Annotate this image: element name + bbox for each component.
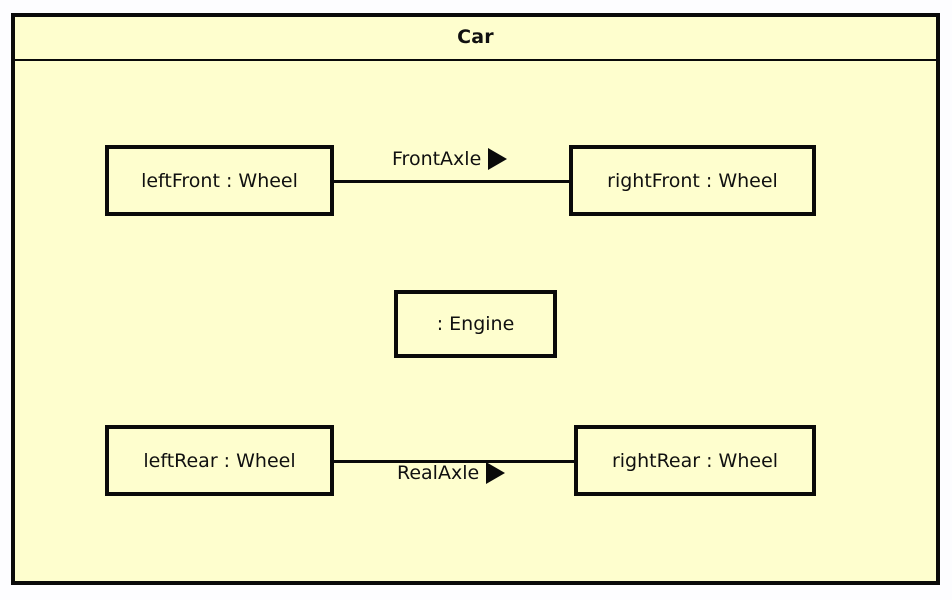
connector-line-front-axle [333, 180, 570, 183]
part-engine[interactable]: : Engine [394, 290, 557, 358]
part-left-front[interactable]: leftFront : Wheel [105, 145, 334, 216]
connector-line-rear-axle [333, 460, 575, 463]
connector-label-rear-axle: RealAxle [397, 462, 506, 484]
part-left-front-label: leftFront : Wheel [141, 169, 298, 192]
part-right-front-label: rightFront : Wheel [607, 169, 778, 192]
part-engine-label: : Engine [436, 313, 515, 335]
part-left-rear-label: leftRear : Wheel [143, 449, 296, 472]
part-right-rear-label: rightRear : Wheel [611, 449, 779, 472]
connector-front-axle-text: FrontAxle [392, 148, 482, 170]
part-left-rear[interactable]: leftRear : Wheel [105, 425, 334, 496]
title-divider [15, 59, 936, 61]
connector-direction-triangle-icon [488, 148, 508, 170]
classifier-title: Car [457, 26, 494, 48]
connector-direction-triangle-icon [486, 462, 506, 484]
part-right-rear[interactable]: rightRear : Wheel [574, 425, 816, 496]
connector-rear-axle-text: RealAxle [397, 462, 480, 484]
connector-label-front-axle: FrontAxle [392, 148, 508, 170]
part-right-front[interactable]: rightFront : Wheel [569, 145, 816, 216]
